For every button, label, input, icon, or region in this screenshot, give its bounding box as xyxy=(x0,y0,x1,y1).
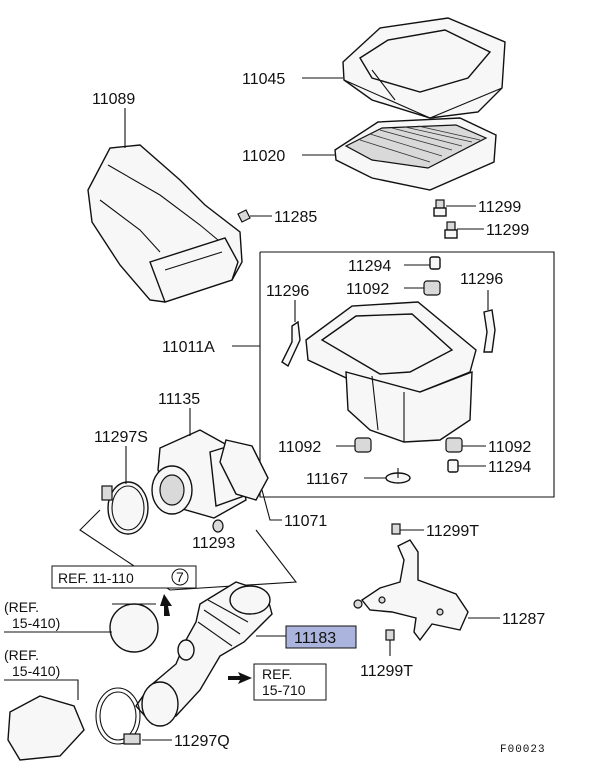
ref-15-710-line2: 15-710 xyxy=(262,682,306,698)
figure-code: F00023 xyxy=(500,744,546,756)
grommet-11294-upper xyxy=(429,256,441,270)
hose-clamp-11297s xyxy=(101,481,149,535)
label-11092-b: 11092 xyxy=(278,439,321,456)
label-11297s: 11297S xyxy=(94,429,148,446)
bolt-11299t-lower xyxy=(385,629,395,641)
label-11011a: 11011A xyxy=(162,339,215,356)
label-11135: 11135 xyxy=(158,391,200,408)
air-intake-duct xyxy=(87,144,243,303)
bolt-11299t-upper xyxy=(391,523,401,535)
mount-11092-lower-right xyxy=(445,437,463,453)
label-11287: 11287 xyxy=(502,611,545,628)
bracket-11287 xyxy=(353,539,469,642)
ref-11-110-callout[interactable]: REF. 11-110 7 xyxy=(51,565,197,589)
arrow-ref-15-710 xyxy=(228,672,252,684)
reference-component-lower xyxy=(7,695,85,761)
air-cleaner-cover xyxy=(342,17,506,119)
label-11299t-a: 11299T xyxy=(426,523,479,540)
label-11285: 11285 xyxy=(274,209,317,226)
plug-11167 xyxy=(385,468,411,484)
ref-15-410-upper[interactable]: (REF. 15-410) xyxy=(4,599,60,631)
grommet-11294-lower xyxy=(447,459,459,473)
ref-15-410-a-line2: 15-410) xyxy=(12,615,60,631)
label-11297q: 11297Q xyxy=(174,733,230,750)
ref-15-410-lower[interactable]: (REF. 15-410) xyxy=(4,647,60,679)
ref-15-410-a-line1: (REF. xyxy=(4,599,39,615)
highlight-11183[interactable] xyxy=(285,625,357,649)
label-11183: 11183 xyxy=(294,630,336,647)
label-11071: 11071 xyxy=(284,513,327,530)
ref-15-410-b-line2: 15-410) xyxy=(12,663,60,679)
gasket-11071 xyxy=(219,439,269,501)
clip-11296-right xyxy=(483,309,496,353)
intake-hose xyxy=(135,581,273,727)
ref-15-410-b-line1: (REF. xyxy=(4,647,39,663)
grommet-11293 xyxy=(212,519,224,533)
air-filter-element xyxy=(334,117,497,191)
label-11299-b: 11299 xyxy=(486,222,529,239)
label-11045: 11045 xyxy=(242,71,285,88)
mount-11092-upper xyxy=(423,280,441,296)
bolt-11299-lower xyxy=(444,221,458,239)
label-11293: 11293 xyxy=(192,535,235,552)
label-11089: 11089 xyxy=(92,91,135,108)
arrow-ref-11-110 xyxy=(160,594,172,616)
label-11294-a: 11294 xyxy=(348,258,391,275)
label-11167: 11167 xyxy=(306,471,348,488)
label-11299t-b: 11299T xyxy=(360,663,413,680)
label-11020: 11020 xyxy=(242,148,285,165)
reference-component-upper xyxy=(109,603,159,653)
label-11296-b: 11296 xyxy=(460,271,503,288)
hose-clamp-11297q xyxy=(95,687,141,745)
air-cleaner-case xyxy=(305,301,477,443)
clip-11296-left xyxy=(281,320,301,368)
label-11299-a: 11299 xyxy=(478,199,521,216)
label-11092-a: 11092 xyxy=(346,281,389,298)
mount-11092-lower-left xyxy=(354,437,372,453)
clip-11285 xyxy=(237,209,251,223)
label-11296-a: 11296 xyxy=(266,283,309,300)
ref-11-110-circle-text: 7 xyxy=(176,569,184,585)
ref-15-710-callout[interactable]: REF. 15-710 xyxy=(253,663,327,701)
bolt-11299-upper xyxy=(433,199,447,217)
ref-11-110-text: REF. 11-110 xyxy=(58,570,134,586)
label-11294-b: 11294 xyxy=(488,459,531,476)
label-11092-c: 11092 xyxy=(488,439,531,456)
ref-15-710-line1: REF. xyxy=(262,666,292,682)
